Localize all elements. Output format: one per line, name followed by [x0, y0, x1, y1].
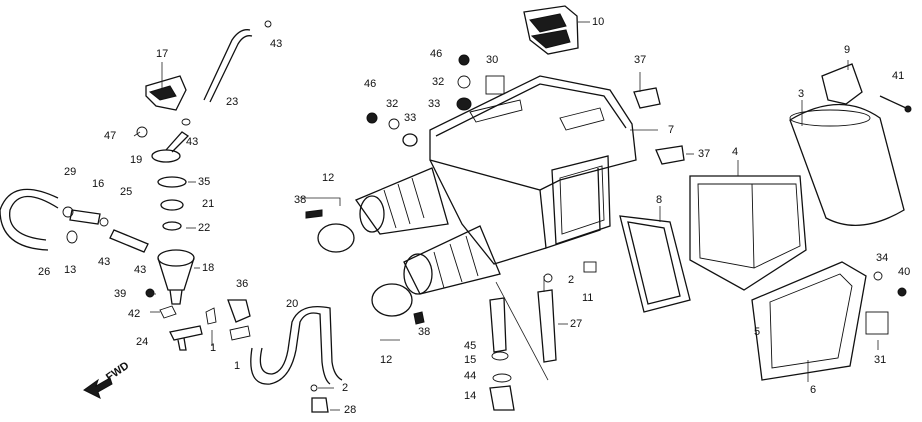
part-24-36-20	[169, 299, 343, 413]
label-40: 40	[898, 266, 911, 278]
label-39: 39	[114, 288, 127, 300]
label-47: 47	[104, 130, 117, 142]
label-8: 8	[656, 194, 663, 206]
label-26: 26	[38, 266, 51, 278]
label-13: 13	[64, 264, 77, 276]
label-11: 11	[582, 292, 594, 304]
label-38b: 38	[418, 326, 431, 338]
label-17: 17	[156, 48, 169, 60]
label-46a: 46	[430, 48, 443, 60]
label-46b: 46	[364, 78, 377, 90]
label-42: 42	[128, 308, 141, 320]
label-2a: 2	[342, 382, 349, 394]
label-38a: 38	[294, 194, 307, 206]
part-small-fasteners	[366, 54, 505, 147]
label-21: 21	[202, 198, 215, 210]
label-43a: 43	[270, 38, 283, 50]
label-25: 25	[120, 186, 133, 198]
label-28: 28	[344, 404, 357, 416]
label-18: 18	[202, 262, 215, 274]
part-intake-ducts	[305, 167, 501, 325]
label-2b: 2	[568, 274, 575, 286]
label-12a: 12	[322, 172, 335, 184]
label-6: 6	[810, 384, 817, 396]
label-43b: 43	[186, 136, 199, 148]
label-43c: 43	[98, 256, 111, 268]
label-29: 29	[64, 166, 77, 178]
label-24: 24	[136, 336, 149, 348]
label-32b: 32	[386, 98, 399, 110]
label-37a: 37	[634, 54, 647, 66]
label-9: 9	[844, 44, 851, 56]
label-20: 20	[286, 298, 299, 310]
part-7-airbox	[429, 75, 637, 265]
part-17-bracket	[136, 75, 187, 138]
label-19: 19	[130, 154, 143, 166]
label-41: 41	[892, 70, 905, 82]
label-30: 30	[486, 54, 499, 66]
label-34: 34	[876, 252, 889, 264]
label-12b: 12	[380, 354, 393, 366]
label-4: 4	[732, 146, 739, 158]
label-5: 5	[754, 326, 761, 338]
part-9-bracket	[821, 63, 863, 105]
label-1b: 1	[234, 360, 241, 372]
leader-lines	[133, 21, 879, 411]
part-10-resonator	[523, 5, 579, 55]
label-27: 27	[570, 318, 583, 330]
label-33b: 33	[404, 112, 417, 124]
label-23: 23	[226, 96, 239, 108]
label-33a: 33	[428, 98, 441, 110]
label-44: 44	[464, 370, 477, 382]
label-16: 16	[92, 178, 105, 190]
part-rings	[157, 176, 187, 231]
part-41-bolt	[879, 95, 912, 113]
label-7: 7	[668, 124, 675, 136]
part-37-brackets	[633, 87, 685, 165]
part-3-cone	[789, 103, 905, 227]
fwd-arrow-icon	[83, 377, 113, 399]
part-26-hose	[0, 188, 149, 253]
label-45: 45	[464, 340, 477, 352]
part-23-hose	[203, 20, 272, 103]
part-4-filter	[689, 175, 807, 291]
part-19-valve	[151, 118, 191, 163]
part-6-cover	[751, 261, 907, 381]
part-27-tube	[489, 261, 597, 411]
label-3: 3	[798, 88, 805, 100]
label-36: 36	[236, 278, 249, 290]
label-43d: 43	[134, 264, 147, 276]
part-18-drain	[145, 249, 195, 319]
label-32a: 32	[432, 76, 445, 88]
label-35: 35	[198, 176, 211, 188]
label-22: 22	[198, 222, 211, 234]
label-31: 31	[874, 354, 887, 366]
label-10: 10	[592, 16, 605, 28]
label-1a: 1	[210, 342, 217, 354]
label-14: 14	[464, 390, 477, 402]
label-15: 15	[464, 354, 477, 366]
part-8-gasket	[619, 215, 691, 313]
label-37b: 37	[698, 148, 711, 160]
